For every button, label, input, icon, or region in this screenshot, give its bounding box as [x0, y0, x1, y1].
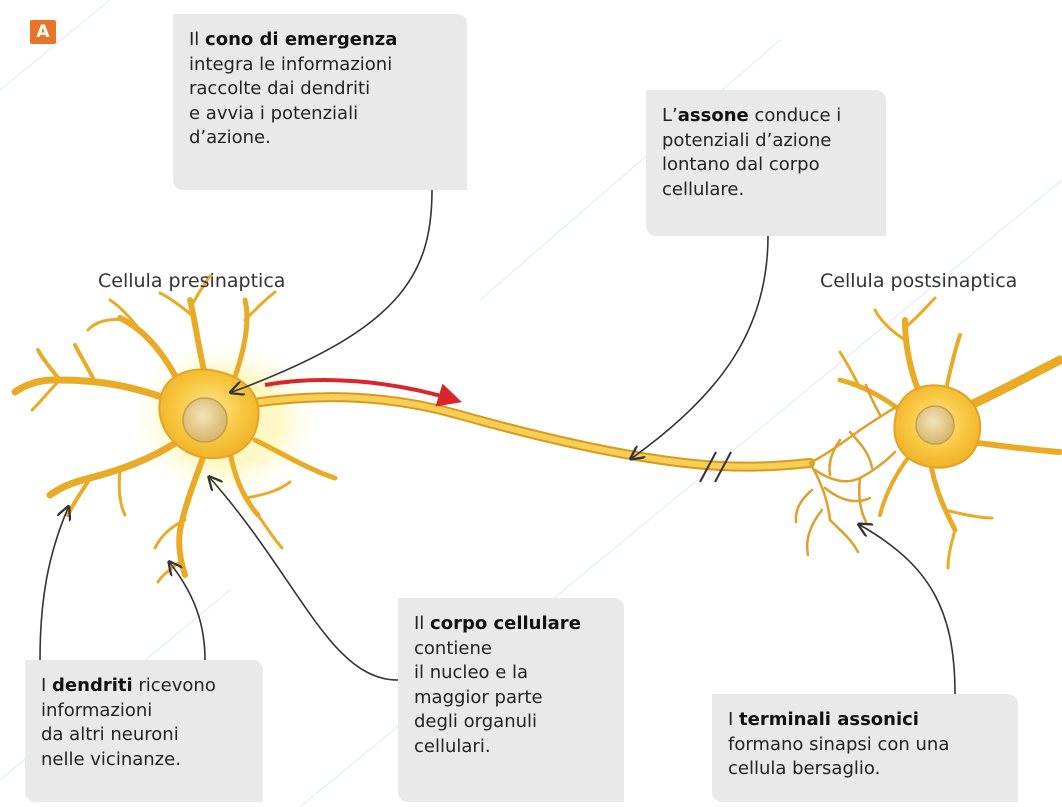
postsynaptic-nucleus [916, 406, 954, 444]
callout-cell-body: Il corpo cellulare contiene il nucleo e … [398, 598, 624, 802]
leader-axon [632, 236, 768, 458]
term-cell-body: corpo cellulare [430, 613, 581, 634]
term-dendrites: dendriti [52, 675, 133, 696]
presynaptic-cell-label: Cellula presinaptica [98, 270, 285, 292]
term-axon: assone [678, 105, 749, 126]
callout-axon-terminals: I terminali assonici formano sinapsi con… [712, 694, 1018, 802]
term-axon-terminals: terminali assonici [739, 709, 919, 730]
callout-dendrites: I dendriti ricevono informazioni da altr… [25, 660, 263, 802]
leader-dendrites-2 [170, 563, 205, 660]
term-axon-hillock: cono di emergenza [205, 29, 397, 50]
callout-axon: L’assone conduce i potenziali d’azione l… [646, 90, 886, 236]
postsynaptic-cell-label: Cellula postsinaptica [820, 270, 1017, 292]
callout-axon-hillock: Il cono di emergenza integra le informaz… [173, 14, 467, 190]
panel-letter-badge: A [30, 20, 56, 44]
leader-axon-terminals [860, 525, 955, 694]
leader-cell-body [210, 478, 398, 680]
axon-terminals [796, 385, 905, 555]
leader-dendrites [40, 508, 68, 660]
presynaptic-nucleus [183, 398, 227, 442]
